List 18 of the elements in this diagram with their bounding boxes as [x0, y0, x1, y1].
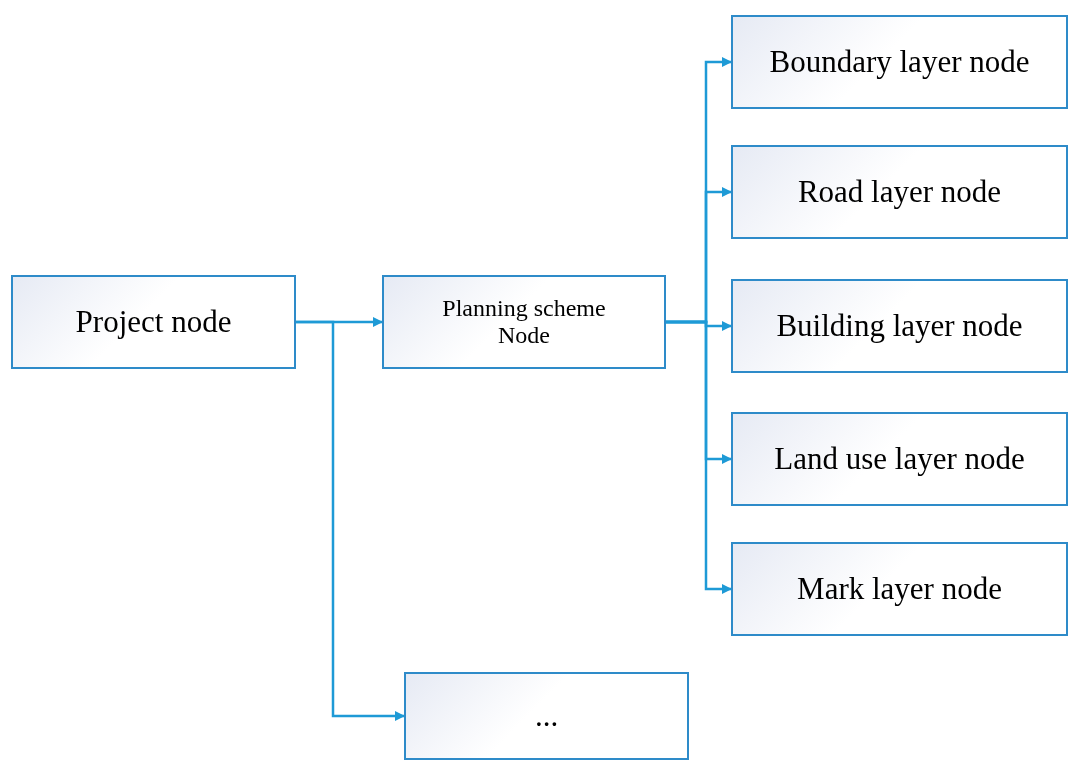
node-label: Building layer node	[776, 308, 1023, 344]
process-box	[11, 275, 296, 369]
process-box	[731, 15, 1068, 109]
arrow	[666, 320, 732, 594]
node-label: Mark layer node	[797, 571, 1002, 607]
node-label: Boundary layer node	[769, 44, 1030, 80]
process-box	[382, 275, 666, 369]
process-box	[731, 145, 1068, 239]
process-box	[731, 542, 1068, 636]
process-box	[404, 672, 689, 760]
process-box	[731, 412, 1068, 506]
node-label: Road layer node	[797, 174, 1002, 210]
node-label: Project node	[75, 304, 232, 340]
arrow	[296, 320, 405, 721]
node-label: Planning scheme Node	[441, 295, 607, 349]
node-label: Land use layer node	[774, 441, 1025, 477]
process-box	[731, 279, 1068, 373]
node-label: ...	[534, 698, 559, 734]
